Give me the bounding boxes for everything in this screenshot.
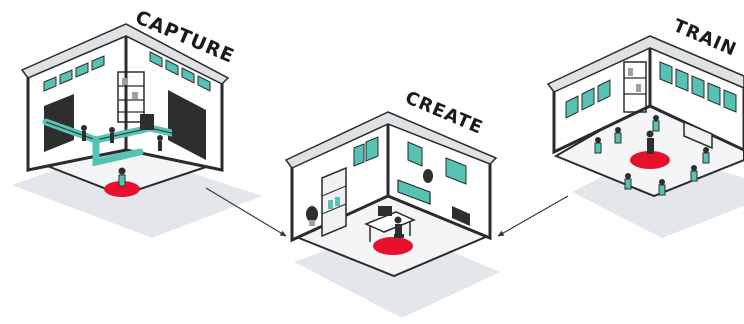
connector-train-to-create bbox=[497, 195, 569, 237]
train-people bbox=[594, 115, 710, 196]
capture-windows-left bbox=[43, 55, 105, 92]
capture-wall-cap bbox=[20, 23, 230, 85]
connector-capture-to-create bbox=[205, 187, 287, 237]
train-shelving bbox=[623, 61, 647, 113]
capture-windows-right bbox=[149, 51, 211, 92]
capture-door-right bbox=[168, 90, 206, 160]
capture-shelving bbox=[117, 71, 145, 123]
train-sofa bbox=[683, 120, 713, 150]
create-windows bbox=[353, 136, 467, 185]
capture-workers bbox=[81, 125, 163, 151]
create-plant-left bbox=[306, 206, 318, 226]
capture-spotlight bbox=[104, 181, 140, 197]
train-windows-right bbox=[659, 61, 737, 113]
create-side-table bbox=[452, 206, 470, 226]
train-spotlight bbox=[630, 151, 670, 169]
capture-room bbox=[12, 23, 262, 238]
create-desk bbox=[364, 206, 416, 242]
capture-conveyor bbox=[42, 112, 186, 167]
create-plant-right bbox=[423, 169, 433, 183]
train-room bbox=[546, 35, 744, 238]
create-person-spotlight bbox=[394, 216, 404, 238]
create-cabinet bbox=[397, 179, 431, 205]
create-room bbox=[284, 111, 500, 318]
train-wall-cap bbox=[546, 35, 744, 93]
create-spotlight bbox=[373, 237, 413, 255]
train-windows-left bbox=[565, 79, 611, 119]
create-bookshelf bbox=[321, 166, 347, 238]
create-wall-cap bbox=[284, 111, 498, 169]
capture-person-spotlight bbox=[118, 167, 126, 187]
